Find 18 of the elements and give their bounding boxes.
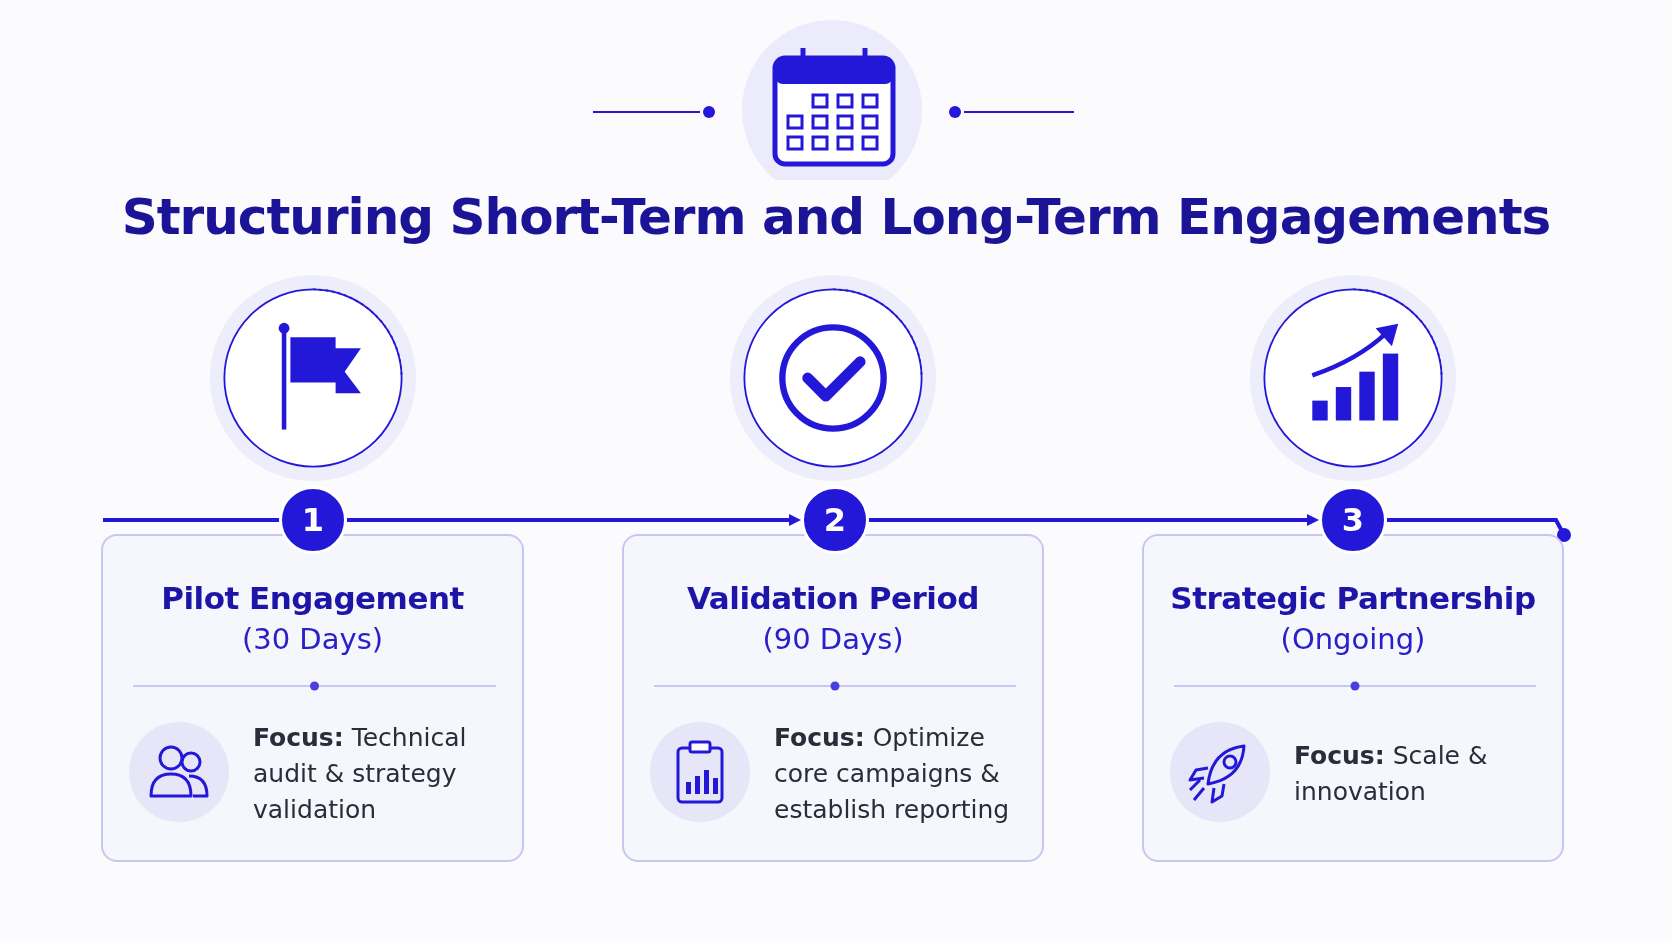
focus-text: Focus: Scale & innovation bbox=[1294, 740, 1489, 808]
step-number: 1 bbox=[279, 486, 347, 554]
stage-card bbox=[622, 534, 1044, 862]
step-number: 2 bbox=[801, 486, 869, 554]
stage-duration: (30 Days) bbox=[240, 622, 385, 656]
stage-heading: Strategic Partnership bbox=[1169, 580, 1537, 616]
title: Structuring Short-Term and Long-Term Engagements bbox=[120, 188, 1552, 246]
stage-duration: (Ongoing) bbox=[1279, 622, 1427, 656]
focus-text: Focus: Optimize core campaigns & establish reporting bbox=[774, 722, 1011, 826]
stage-heading: Validation Period bbox=[686, 580, 980, 616]
stage-duration: (90 Days) bbox=[761, 622, 905, 656]
stage-card bbox=[1142, 534, 1564, 862]
timeline-arrow bbox=[869, 514, 1319, 526]
stage-heading: Pilot Engagement bbox=[160, 580, 465, 616]
timeline-arrow bbox=[347, 514, 801, 526]
stage-card bbox=[101, 534, 524, 862]
focus-text: Focus: Technical audit & strategy validation bbox=[253, 722, 468, 826]
step-number: 3 bbox=[1319, 486, 1387, 554]
